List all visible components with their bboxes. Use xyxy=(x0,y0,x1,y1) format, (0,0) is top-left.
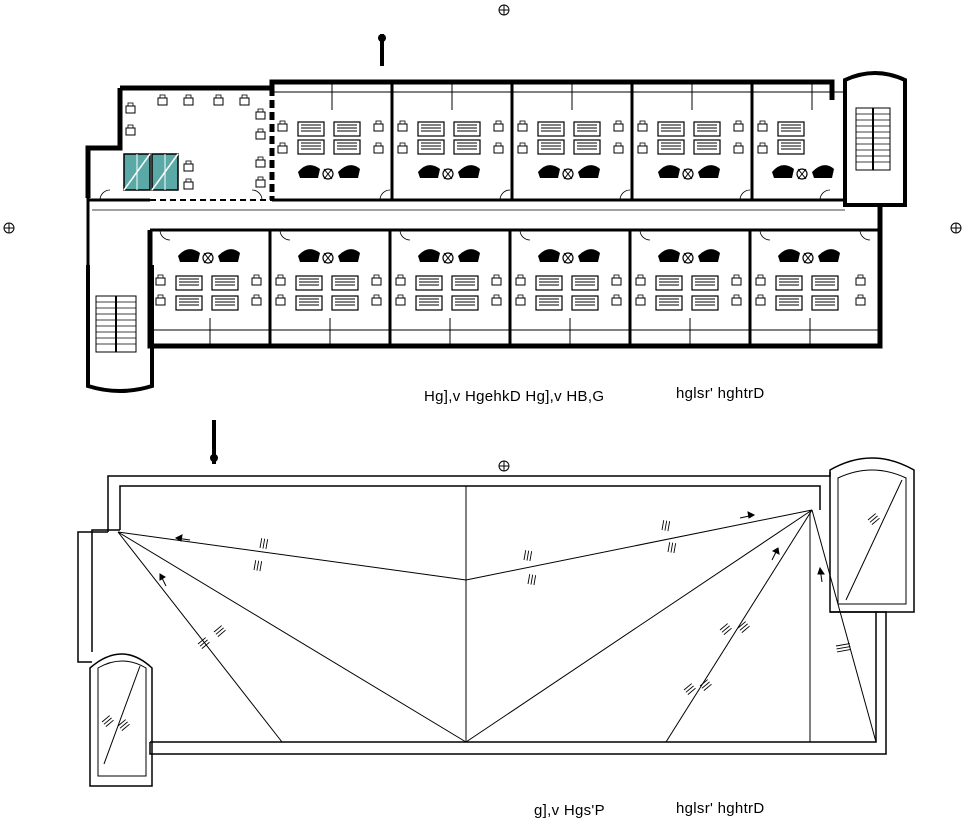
section-arrow-top xyxy=(378,34,386,66)
drain-arrows xyxy=(159,511,825,587)
elevator-shafts xyxy=(123,153,179,191)
roof-plan-scale-label: hglsr' hghtrD xyxy=(676,800,765,817)
section-arrow-mid xyxy=(210,420,218,464)
west-marker xyxy=(3,222,15,234)
roof-plan-title: g],v Hgs'P xyxy=(534,802,605,819)
roof-plan xyxy=(77,457,915,787)
upper-floor-plan xyxy=(85,71,907,393)
roof-slope-marks xyxy=(101,513,880,731)
floor-plan-title: Hg],v HgehkD Hg],v HB,G xyxy=(424,388,605,405)
floor-plan-scale-label: hglsr' hghtrD xyxy=(676,385,765,402)
mid-marker xyxy=(498,460,510,472)
door-swings xyxy=(99,189,871,241)
east-marker xyxy=(950,222,962,234)
north-marker-top xyxy=(498,4,510,16)
